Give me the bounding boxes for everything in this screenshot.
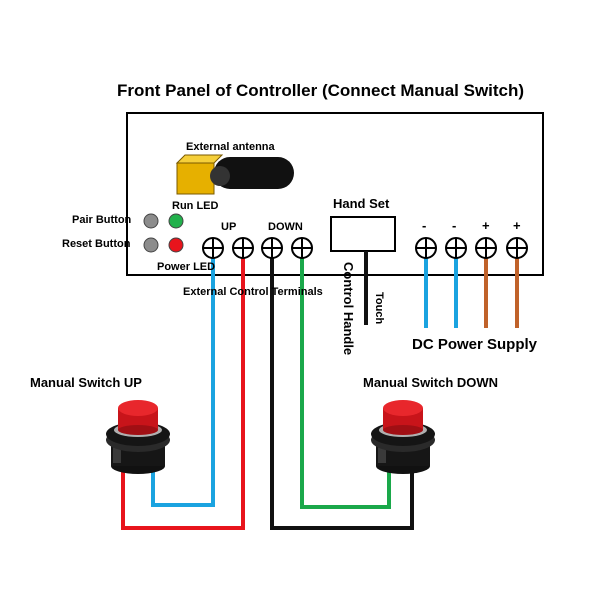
manual-switch-down-label: Manual Switch DOWN [363, 375, 499, 390]
wires [121, 248, 519, 530]
terminal-down-2-icon [291, 237, 313, 259]
terminal-down-1-icon [261, 237, 283, 259]
terminal-dc-plus-1-icon [475, 237, 497, 259]
down-terminal-label: DOWN [268, 221, 303, 233]
terminal-dc-minus-1-icon [415, 237, 437, 259]
wire-common-black [270, 248, 414, 530]
antenna-icon [175, 154, 294, 195]
reset-button-label: Reset Button [62, 238, 131, 250]
control-handle-label: Control Handle [341, 262, 356, 356]
power-led-icon [168, 237, 184, 253]
wire-up-blue [151, 248, 215, 507]
wire-down-green [300, 248, 391, 509]
touch-label: Touch [373, 292, 385, 325]
up-terminal-label: UP [221, 221, 237, 233]
dc-minus-1-label: - [422, 218, 427, 233]
pair-button-label: Pair Button [72, 214, 132, 226]
terminal-up-2-icon [232, 237, 254, 259]
hand-set-box [330, 216, 396, 252]
manual-switch-down-icon [371, 400, 435, 474]
pair-button-icon [143, 213, 159, 229]
dc-power-supply-label: DC Power Supply [412, 336, 538, 353]
manual-switch-up-icon [106, 400, 170, 474]
dc-plus-2-label: + [513, 218, 521, 233]
run-led-icon [168, 213, 184, 229]
dc-plus-1-label: + [482, 218, 490, 233]
run-led-label: Run LED [172, 200, 219, 212]
external-control-terminals-label: External Control Terminals [183, 286, 323, 298]
terminals [202, 237, 528, 259]
dc-minus-2-label: - [452, 218, 457, 233]
wire-up-red [121, 248, 245, 530]
external-antenna-label: External antenna [186, 141, 275, 153]
power-led-label: Power LED [157, 261, 216, 273]
terminal-dc-minus-2-icon [445, 237, 467, 259]
diagram-title: Front Panel of Controller (Connect Manua… [117, 81, 525, 100]
manual-switch-up-label: Manual Switch UP [30, 375, 142, 390]
reset-button-icon [143, 237, 159, 253]
hand-set-label: Hand Set [333, 196, 390, 211]
terminal-dc-plus-2-icon [506, 237, 528, 259]
terminal-up-1-icon [202, 237, 224, 259]
